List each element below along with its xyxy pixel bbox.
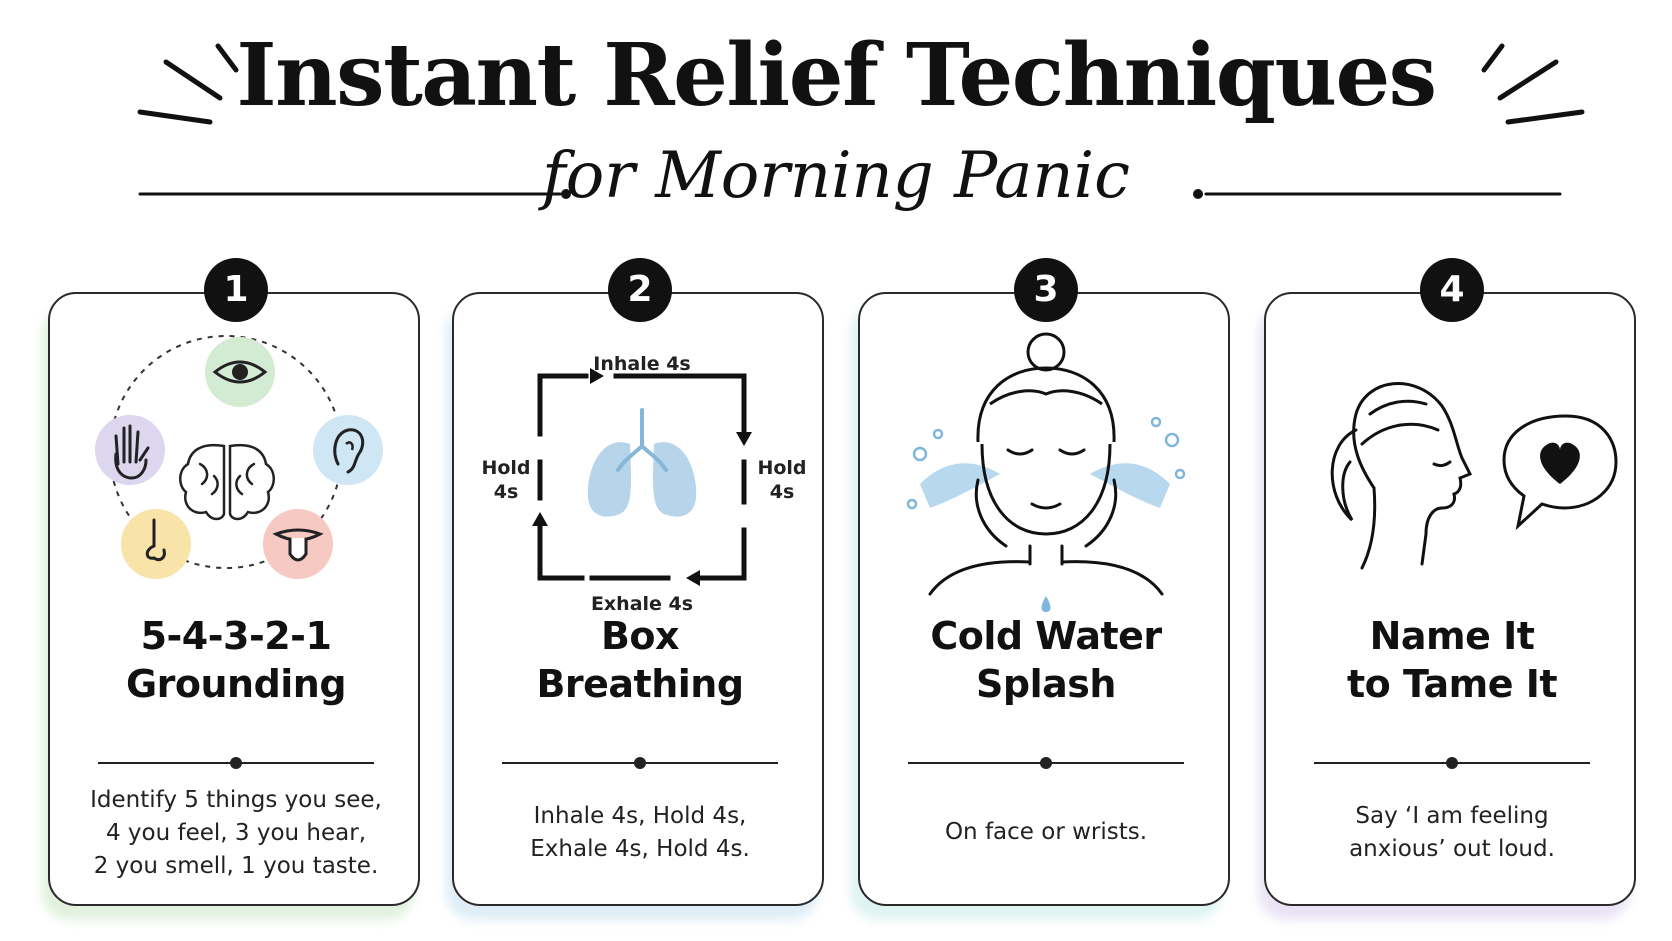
arrow-down-icon (736, 432, 752, 446)
description-line: Inhale 4s, Hold 4s, (533, 803, 747, 829)
card-description: Inhale 4s, Hold 4s, Exhale 4s, Hold 4s. (464, 800, 816, 866)
tongue-icon (263, 509, 333, 579)
description-line: 4 you feel, 3 you hear, (105, 820, 367, 846)
grounding-illustration (95, 335, 383, 579)
cold-water-illustration (906, 332, 1186, 612)
card-title-line: Cold Water (930, 614, 1162, 658)
lungs-icon (587, 408, 697, 517)
card-description: Say ‘I am feeling anxious’ out loud. (1276, 800, 1628, 866)
hand-icon (95, 415, 165, 485)
arrow-left-icon (686, 570, 700, 586)
card-title: Box Breathing (454, 612, 826, 708)
card-title: 5-4-3-2-1 Grounding (50, 612, 422, 708)
name-it-illustration (1330, 382, 1618, 570)
eye-icon (205, 337, 275, 407)
card-divider-dot (230, 757, 242, 769)
card-title-line: Box (600, 614, 680, 658)
ear-icon (313, 415, 383, 485)
card-title-line: to Tame It (1346, 662, 1558, 706)
description-line: On face or wrists. (944, 819, 1148, 845)
card-title-line: 5-4-3-2-1 (140, 614, 332, 658)
step-number-badge: 3 (1014, 258, 1078, 322)
label-hold-right: Hold (757, 457, 806, 479)
card-title-line: Splash (976, 662, 1116, 706)
profile-head-icon (1330, 382, 1473, 570)
card-title: Cold Water Splash (860, 612, 1232, 708)
page-subtitle: for Morning Panic (542, 139, 1130, 213)
speech-bubble-heart-icon (1502, 414, 1618, 531)
description-line: Exhale 4s, Hold 4s. (530, 836, 750, 862)
card-title: Name It to Tame It (1266, 612, 1638, 708)
label-hold-left-duration: 4s (494, 481, 519, 503)
header-decoration (137, 43, 1585, 199)
step-number-badge: 1 (204, 258, 268, 322)
box-breathing-illustration: Inhale 4s Hold 4s Exhale 4s Hold 4s (481, 353, 806, 615)
face-splash-icon (906, 332, 1186, 596)
card-grounding: 1 5-4-3-2-1 Grounding Identify 5 things … (48, 258, 422, 906)
card-title-line: Breathing (536, 662, 744, 706)
description-line: Identify 5 things you see, (90, 787, 382, 813)
brain-icon (179, 443, 275, 521)
step-number-badge: 4 (1420, 258, 1484, 322)
label-hold-right-duration: 4s (770, 481, 795, 503)
card-divider-dot (634, 757, 646, 769)
card-divider-dot (1446, 757, 1458, 769)
card-title-line: Grounding (125, 662, 347, 706)
description-line: 2 you smell, 1 you taste. (93, 853, 379, 879)
description-line: anxious’ out loud. (1349, 836, 1555, 862)
card-cold-water: 3 Cold Water Splash On face or wrists. (858, 258, 1232, 906)
water-drop-icon (1041, 596, 1051, 612)
arrow-right-icon (590, 368, 604, 384)
label-exhale: Exhale 4s (591, 593, 693, 615)
card-description: On face or wrists. (870, 816, 1222, 849)
page-title: Instant Relief Techniques (236, 25, 1437, 126)
arrow-up-icon (532, 512, 548, 526)
label-inhale: Inhale 4s (593, 353, 691, 375)
nose-icon (121, 509, 191, 579)
card-title-line: Name It (1369, 614, 1535, 658)
card-divider-dot (1040, 757, 1052, 769)
description-line: Say ‘I am feeling (1355, 803, 1549, 829)
card-box-breathing: Inhale 4s Hold 4s Exhale 4s Hold 4s 2 Bo… (452, 258, 826, 906)
label-hold-left: Hold (481, 457, 530, 479)
step-number-badge: 2 (608, 258, 672, 322)
card-name-it: 4 Name It to Tame It Say ‘I am feeling a… (1264, 258, 1638, 906)
card-description: Identify 5 things you see, 4 you feel, 3… (60, 784, 412, 883)
